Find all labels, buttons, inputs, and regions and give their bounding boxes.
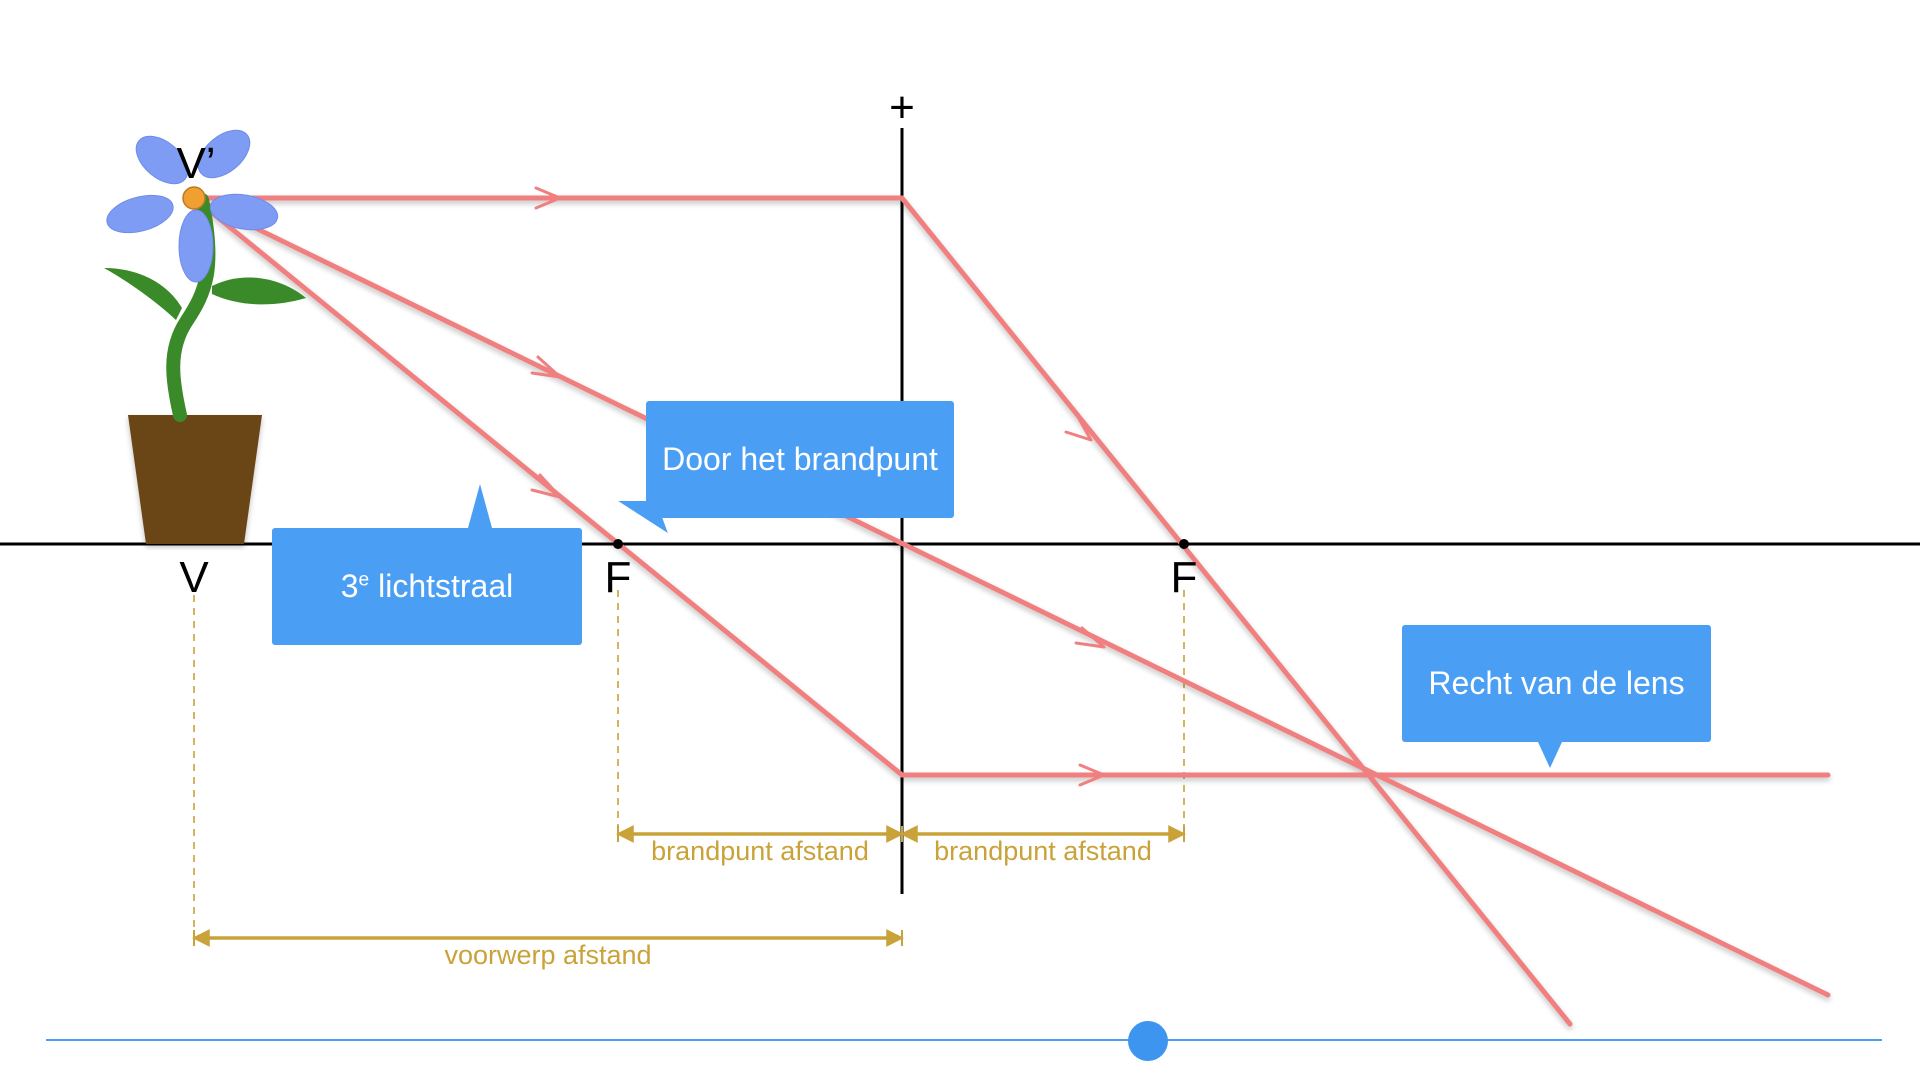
callout-tail xyxy=(468,484,492,528)
ray-through-focus xyxy=(191,195,1831,778)
flower-head-icon xyxy=(106,129,279,283)
object-tip-label: V’ xyxy=(176,139,215,188)
ray-parallel xyxy=(191,195,1573,1027)
slider-thumb[interactable] xyxy=(1127,1021,1168,1061)
ray-arrow-6 xyxy=(1078,763,1106,787)
ray-arrow-5 xyxy=(530,473,562,499)
flower-center-icon xyxy=(182,186,206,210)
focal-right-label: F xyxy=(1171,553,1198,602)
flower-pot-icon xyxy=(104,129,306,544)
focal-distance-left-label: brandpunt afstand xyxy=(651,836,869,866)
ray-arrow-4 xyxy=(1074,626,1106,649)
ray-arrow-2 xyxy=(1064,415,1093,442)
ray-arrow-1 xyxy=(534,186,562,210)
callout-third-ray-text: 3e lichtstraal xyxy=(340,568,514,604)
callout-tail xyxy=(1538,742,1562,768)
object-distance-label: voorwerp afstand xyxy=(444,940,651,970)
focal-point-left xyxy=(613,539,623,549)
callout-through-focus-text: Door het brandpunt xyxy=(662,441,938,477)
dimension-arrowheads xyxy=(192,825,1186,947)
callout-through-focus: Door het brandpunt xyxy=(618,401,954,533)
dimension-end-ticks xyxy=(193,826,1185,946)
leaf-right-icon xyxy=(212,277,306,305)
focal-distance-right-label: brandpunt afstand xyxy=(934,836,1152,866)
ray-through-center xyxy=(191,195,1831,998)
focal-point-right xyxy=(1179,539,1189,549)
object-base-label: V xyxy=(179,553,209,602)
callout-right-of-lens: Recht van de lens xyxy=(1402,625,1711,768)
slider-track[interactable] xyxy=(46,1039,1882,1041)
leaf-left-icon xyxy=(104,268,182,320)
callout-right-of-lens-text: Recht van de lens xyxy=(1428,665,1685,701)
focal-left-label: F xyxy=(605,553,632,602)
callout-third-ray: 3e lichtstraal xyxy=(272,484,582,645)
pot-icon xyxy=(128,415,262,544)
lens-plus-sign: + xyxy=(889,83,915,132)
ray-arrow-3 xyxy=(530,355,562,379)
